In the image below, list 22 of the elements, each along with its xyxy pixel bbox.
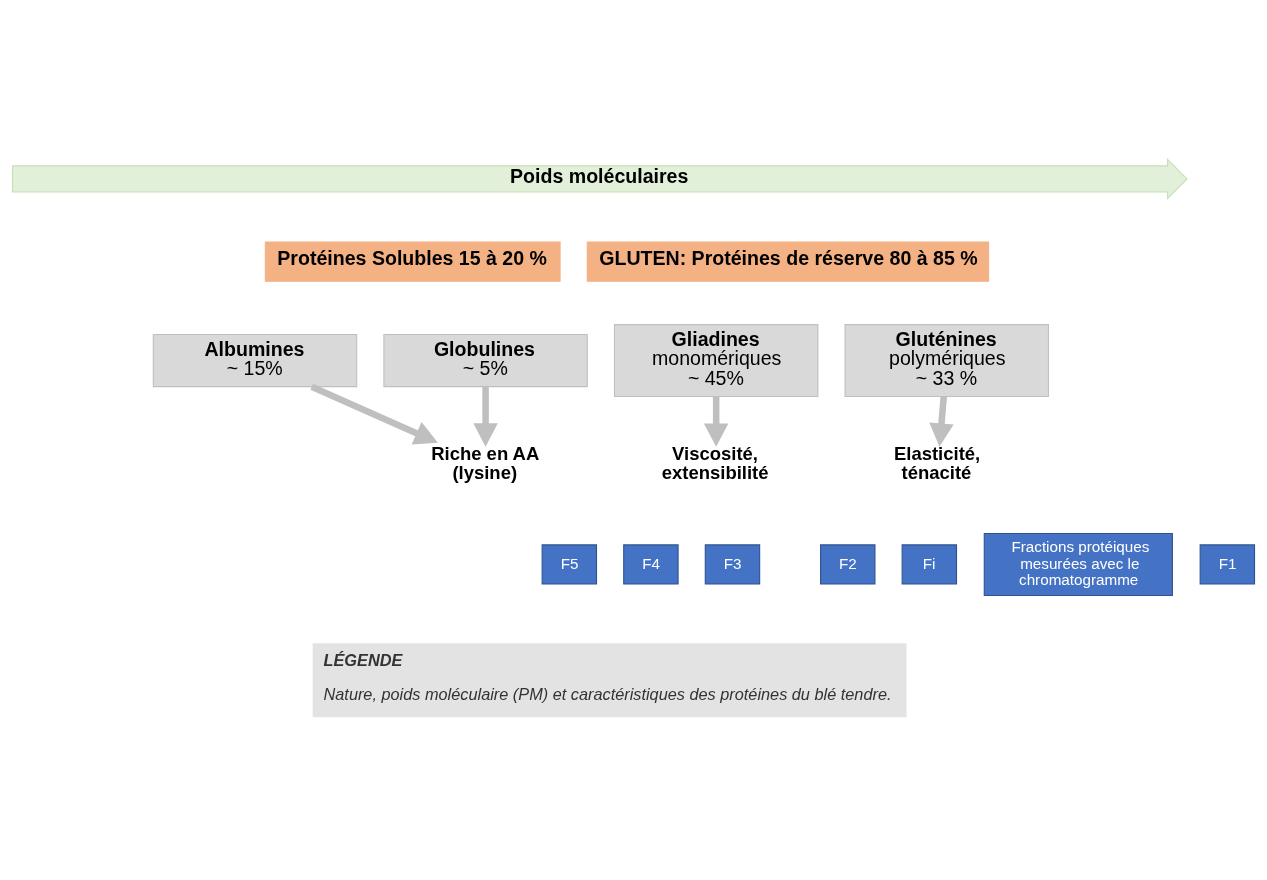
node-box: GLUTEN: Protéines de réserve 80 à 85 % [586, 240, 990, 282]
node-box: Protéines Solubles 15 à 20 % [264, 240, 561, 282]
node-box: Globulines ~ 5% [383, 333, 588, 387]
arrow [473, 386, 498, 447]
node-box: F1 [1199, 543, 1256, 585]
node-text: Viscosité, extensibilité [661, 442, 769, 483]
node-text: Riche en AA (lysine) [431, 442, 540, 483]
arrow [703, 396, 729, 447]
label: LÉGENDE [323, 650, 403, 669]
node-box: F2 [820, 543, 876, 585]
node-box: Gliadines monomériques ~ 45% [613, 323, 819, 397]
node-box: Albumines ~ 15% [152, 333, 358, 387]
node-box: Fi [901, 543, 958, 585]
node-text: Elasticité, ténacité [893, 442, 981, 483]
label: Nature, poids moléculaire (PM) et caractéristiques des protéines du blé tendre. [323, 684, 892, 703]
node-box: F4 [623, 543, 679, 585]
arrow [929, 395, 954, 447]
node-box: F5 [541, 543, 598, 585]
node-box: F3 [704, 543, 761, 585]
node-box: Fractions protéiques mesurées avec le chromatogramme [983, 532, 1173, 596]
node-box: Gluténines polymériques ~ 33 % [844, 323, 1049, 397]
arrow [310, 383, 438, 444]
